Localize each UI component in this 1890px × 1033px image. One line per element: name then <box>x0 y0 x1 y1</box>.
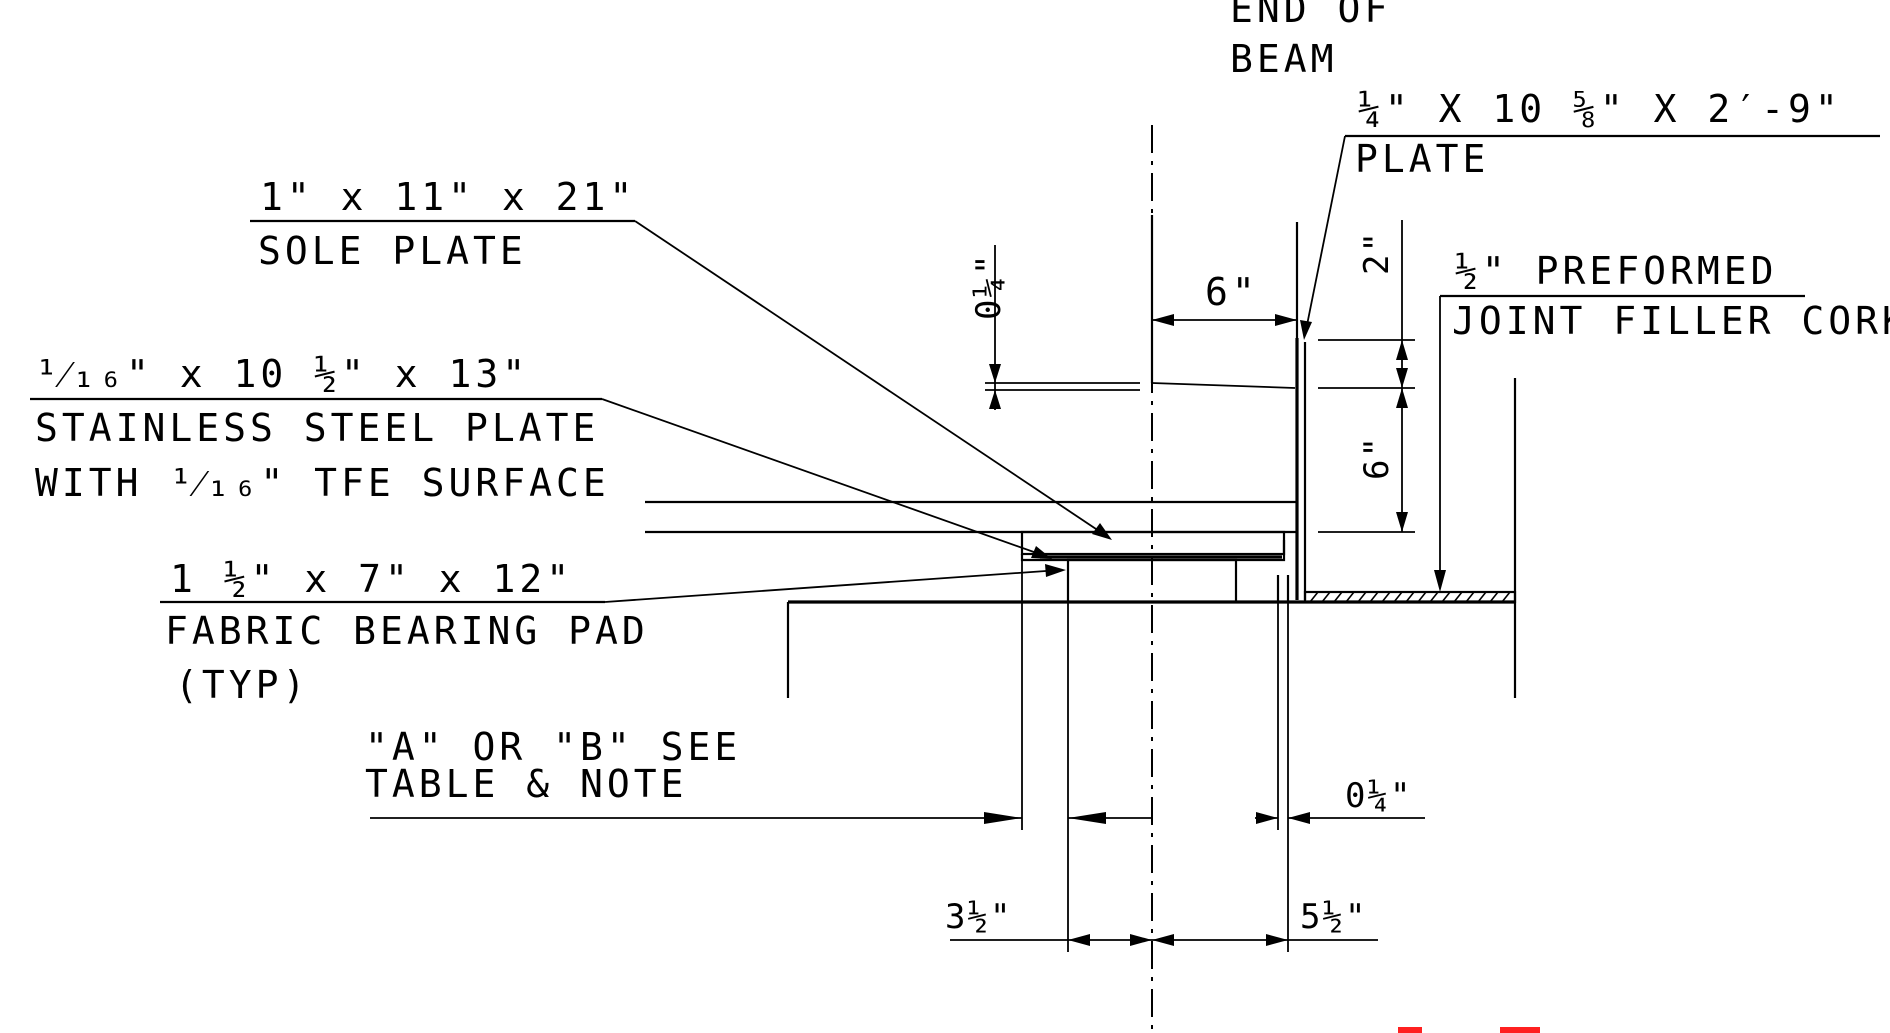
bearing-pad-name-label: FABRIC BEARING PAD <box>165 609 649 653</box>
dim-quarter-left-arrow-top <box>989 364 1001 383</box>
red-mark-fragment-2 <box>1500 1027 1540 1033</box>
dim-2-arrow-bottom <box>1396 368 1408 388</box>
dim-6-vert-arrow-bottom <box>1396 512 1408 532</box>
dim-quarter-vertical-left: 0¼" <box>969 253 1009 320</box>
dim-6-arrow-right <box>1275 314 1297 326</box>
sole-plate-dimension-label: 1" x 11" x 21" <box>260 175 636 219</box>
dim-3-and-half: 3½" <box>945 897 1012 937</box>
dim-2-vertical: 2" <box>1357 230 1397 275</box>
cork-hatch <box>1309 591 1511 603</box>
bearing-pad-leader <box>604 569 1061 603</box>
stainless-plate-dimension-label: ¹⁄₁₆" x 10 ½" x 13" <box>35 352 529 396</box>
dim-quarter-bottom: 0¼" <box>1345 776 1412 816</box>
preformed-filler-label-1: ½" PREFORMED <box>1455 249 1778 293</box>
sole-plate-leader <box>634 220 1109 538</box>
dim-3-5-arrow-right <box>1130 934 1152 946</box>
a-or-b-label-1: "A" OR "B" SEE <box>365 725 741 769</box>
plate-leader-arrow <box>1300 320 1312 340</box>
dim-3-5-arrow-left <box>1068 934 1090 946</box>
dim-a-or-b-arrow-2 <box>1068 812 1106 824</box>
dim-quarter-left-arrow-bottom <box>989 390 1001 409</box>
joint-filler-cork <box>1303 590 1517 604</box>
dim-6-vertical: 6" <box>1357 435 1397 480</box>
plate-name-label: PLATE <box>1355 137 1489 181</box>
bearing-pad-dimension-label: 1 ½" x 7" x 12" <box>170 557 573 601</box>
end-of-beam-label-1: END OF <box>1230 0 1391 31</box>
bearing-pad-leader-arrow <box>1045 564 1066 577</box>
preformed-filler-label-2: JOINT FILLER CORK <box>1452 299 1890 343</box>
stainless-plate-name-label: STAINLESS STEEL PLATE <box>35 406 599 450</box>
dim-2-arrow-top <box>1396 340 1408 360</box>
dim-5-5-arrow-left <box>1152 934 1174 946</box>
dim-5-5-arrow-right <box>1266 934 1288 946</box>
plate-leader <box>1304 135 1346 336</box>
dim-6-arrow-left <box>1152 314 1174 326</box>
beam-slope-line <box>1151 382 1296 389</box>
dim-a-or-b-arrow <box>984 812 1022 824</box>
dim-quarter-bottom-arrow-left <box>1256 812 1278 824</box>
stainless-plate-leader <box>601 398 1049 558</box>
preformed-leader-arrow <box>1434 570 1446 592</box>
dim-6-horizontal: 6" <box>1205 270 1259 314</box>
dim-5-and-half: 5½" <box>1300 897 1367 937</box>
dim-6-vert-arrow-top <box>1396 388 1408 408</box>
bearing-pad-typ-label: (TYP) <box>175 663 309 707</box>
sole-plate-name-label: SOLE PLATE <box>258 229 527 273</box>
end-of-beam-label-2: BEAM <box>1230 37 1338 81</box>
stainless-plate-tfe-label: WITH ¹⁄₁₆" TFE SURFACE <box>35 461 610 505</box>
red-mark-fragment-1 <box>1398 1027 1422 1033</box>
a-or-b-label-2: TABLE & NOTE <box>365 762 688 806</box>
plate-dimension-label: ¼" X 10 ⅝" X 2′-9" <box>1358 87 1842 131</box>
dim-quarter-bottom-arrow-right <box>1288 812 1310 824</box>
